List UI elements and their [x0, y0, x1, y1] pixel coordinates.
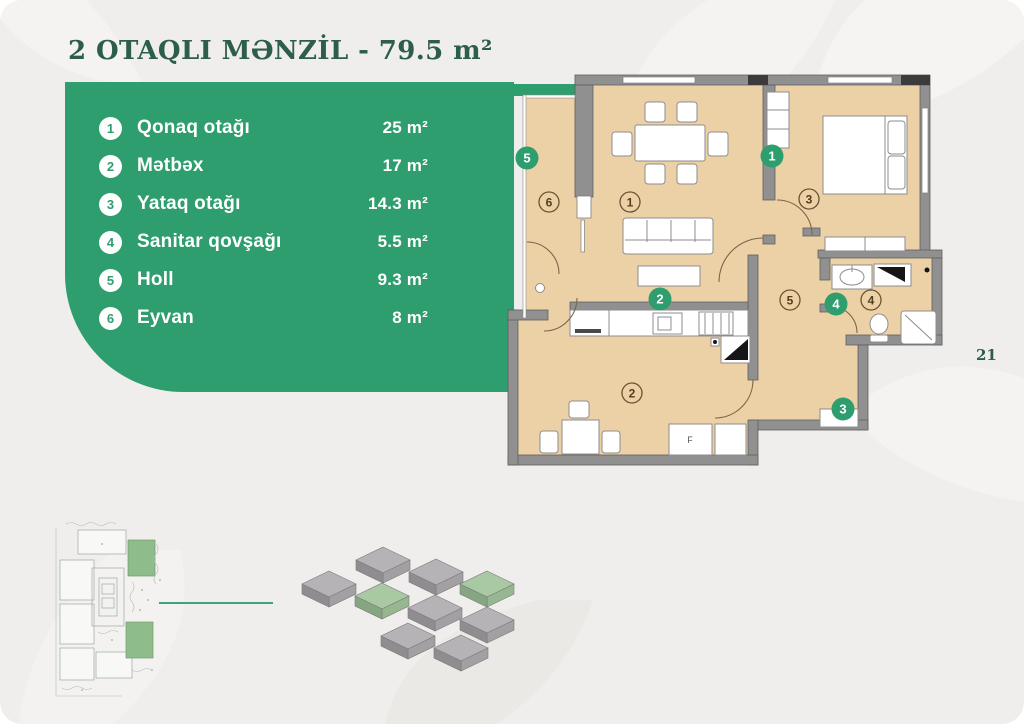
svg-text:5: 5 [523, 151, 530, 166]
room-number-badge: 5 [99, 268, 122, 292]
svg-text:4: 4 [832, 297, 840, 312]
svg-text:6: 6 [546, 196, 553, 210]
block-gray [433, 634, 489, 672]
block-gray [301, 570, 357, 608]
room-marker-bathroom: 4 [860, 289, 882, 311]
building-blocks-3d [301, 546, 515, 672]
room-marker-kitchen: 2 [621, 382, 643, 404]
door-badge-kitchen: 2 [648, 287, 672, 311]
room-number-badge: 6 [99, 306, 122, 330]
room-area: 14.3 m² [368, 194, 428, 213]
door-badges: 5 1 2 4 3 [515, 144, 855, 421]
room-label: Sanitar qovşağı [137, 231, 282, 252]
room-marker-living: 1 [619, 191, 641, 213]
block-gray [380, 622, 436, 660]
room-area: 17 m² [382, 156, 428, 175]
fridge-label: F [687, 435, 693, 445]
block-gray [355, 546, 411, 584]
svg-text:1: 1 [627, 196, 634, 210]
door-badge-balcony: 5 [515, 146, 539, 170]
block-gray [408, 558, 464, 596]
room-label: Yataq otağı [137, 193, 241, 214]
block-gray [459, 606, 515, 644]
block-green [354, 582, 410, 620]
svg-text:4: 4 [868, 294, 875, 308]
room-label: Holl [137, 269, 174, 290]
room-list-item-living: 1 Qonaq otağı 25 m² [99, 116, 428, 140]
room-number-badge: 2 [99, 154, 122, 178]
svg-text:3: 3 [839, 402, 846, 417]
room-label: Mətbəx [137, 155, 204, 176]
page-number: 21 [976, 346, 997, 364]
room-area: 25 m² [382, 118, 428, 137]
room-list-item-bedroom: 3 Yataq otağı 14.3 m² [99, 192, 428, 216]
room-area: 8 m² [392, 308, 428, 327]
svg-text:2: 2 [629, 387, 636, 401]
room-label: Eyvan [137, 307, 194, 328]
block-green [459, 570, 515, 608]
block-gray [407, 594, 463, 632]
room-marker-hall: 5 [779, 289, 801, 311]
svg-text:2: 2 [656, 292, 663, 307]
door-badge-closet: 3 [831, 397, 855, 421]
site-plan [55, 522, 161, 697]
svg-text:1: 1 [768, 149, 775, 164]
room-number-badge: 4 [99, 230, 122, 254]
room-list-item-kitchen: 2 Mətbəx 17 m² [99, 154, 428, 178]
room-area: 9.3 m² [377, 270, 428, 289]
door-badge-entrance: 1 [760, 144, 784, 168]
room-legend-panel: 1 Qonaq otağı 25 m² 2 Mətbəx 17 m² 3 Yat… [65, 82, 514, 392]
room-list-item-bathroom: 4 Sanitar qovşağı 5.5 m² [99, 230, 428, 254]
room-markers: 6 1 3 5 4 2 [538, 188, 882, 404]
green-backing [505, 84, 577, 384]
room-marker-bedroom: 3 [798, 188, 820, 210]
floor-plan: 6 1 3 5 4 2 5 1 2 4 3 F [505, 74, 943, 466]
site-connector-line [159, 602, 273, 604]
svg-text:3: 3 [806, 193, 813, 207]
room-number-badge: 3 [99, 192, 122, 216]
room-label: Qonaq otağı [137, 117, 251, 138]
room-list: 1 Qonaq otağı 25 m² 2 Mətbəx 17 m² 3 Yat… [99, 116, 428, 344]
room-area: 5.5 m² [377, 232, 428, 251]
page-title: 2 OTAQLI MƏNZİL - 79.5 m² [68, 36, 493, 66]
svg-text:5: 5 [787, 294, 794, 308]
room-marker-balcony: 6 [538, 191, 560, 213]
door-badge-bathroom: 4 [824, 292, 848, 316]
room-number-badge: 1 [99, 116, 122, 140]
room-list-item-hall: 5 Holl 9.3 m² [99, 268, 428, 292]
room-list-item-balcony: 6 Eyvan 8 m² [99, 306, 428, 330]
